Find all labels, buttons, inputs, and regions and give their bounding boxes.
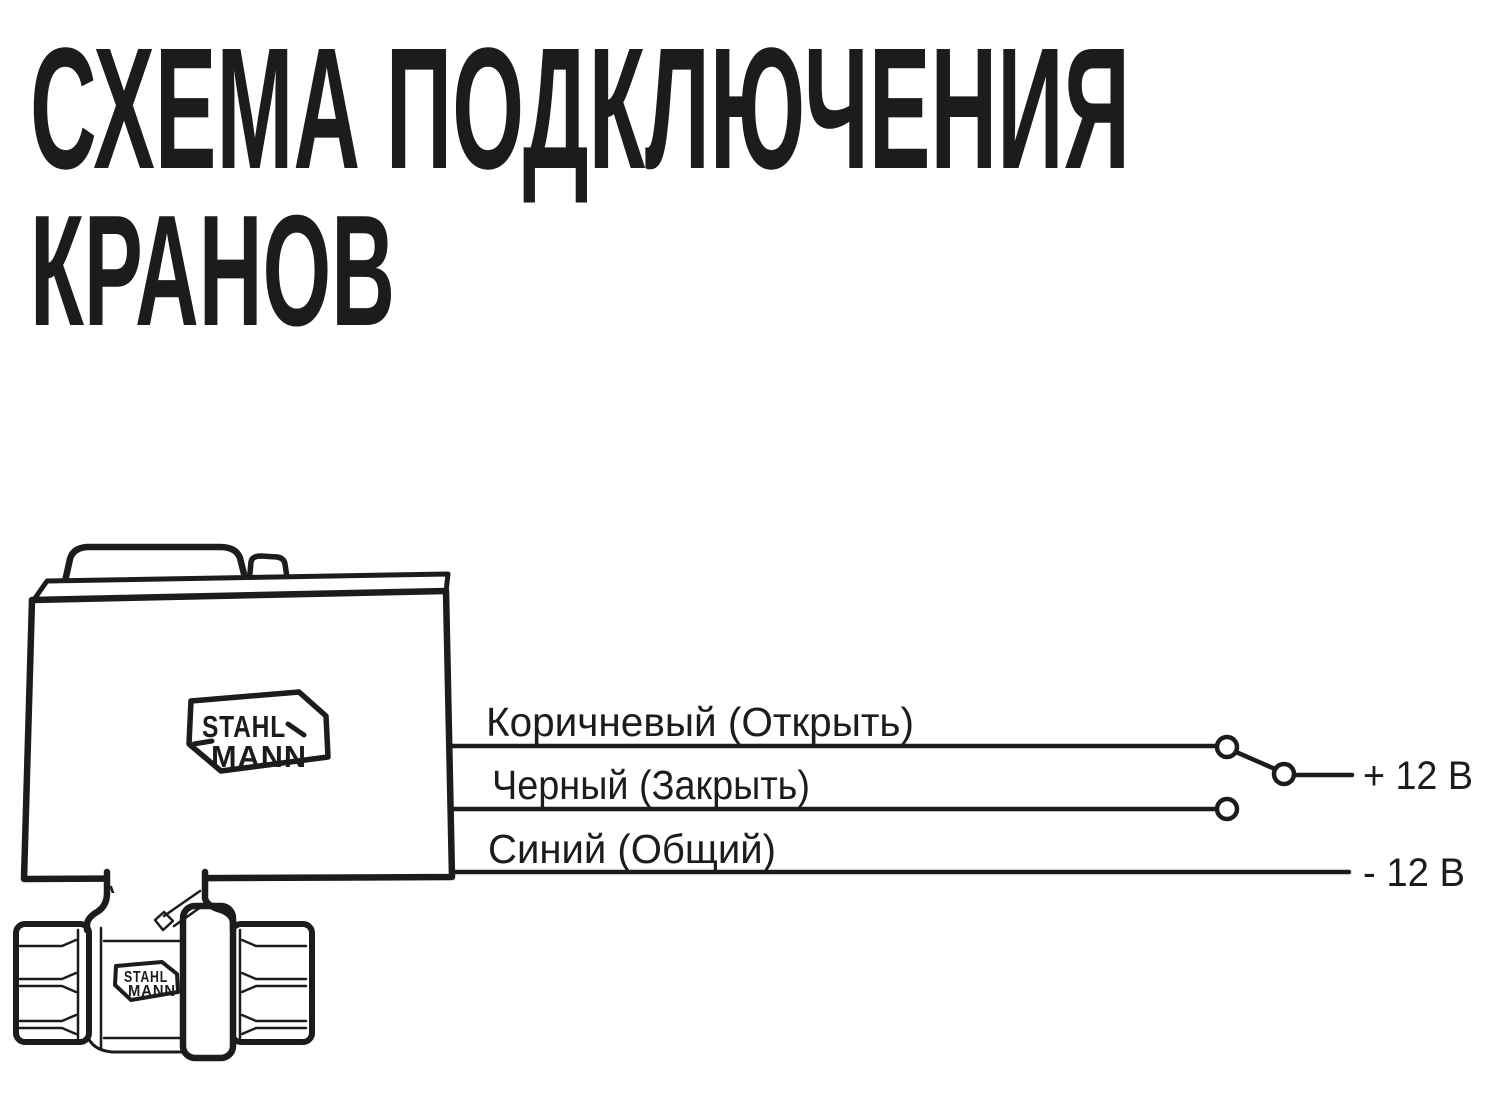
ball-valve: STAHL MANN xyxy=(13,868,315,1062)
valve-actuator: STAHL MANN xyxy=(20,543,456,883)
power-switch xyxy=(1214,734,1355,822)
valve-brand-badge-outline xyxy=(113,960,180,1002)
terminal-positive-label: + 12 В xyxy=(1363,754,1473,798)
brand-text-line-2: MANN xyxy=(211,739,307,774)
valve-left-thread-lines xyxy=(18,928,80,1040)
valve-right-thread-lines xyxy=(238,928,308,1040)
wire-black-close: Черный (Закрыть) xyxy=(450,762,1220,812)
brand-dash-bottom xyxy=(191,738,215,747)
actuator-brand-badge: STAHL MANN xyxy=(186,689,331,774)
wire-black-label: Черный (Закрыть) xyxy=(492,762,810,808)
title-line-1: СХЕМА ПОДКЛЮЧЕНИЯ xyxy=(30,11,1130,205)
valve-brand-badge: STAHL MANN xyxy=(113,960,180,1002)
switch-contact-pole xyxy=(1271,761,1297,787)
wire-blue-common: Синий (Общий) xyxy=(450,826,1352,875)
valve-left-thread-end xyxy=(13,921,92,1045)
switch-contact-close xyxy=(1214,796,1240,822)
valve-neck-right-flare xyxy=(201,868,237,934)
valve-brand-text-line-2: MANN xyxy=(128,983,176,1000)
wire-brown-label: Коричневый (Открыть) xyxy=(486,699,914,745)
power-terminals: + 12 В - 12 В xyxy=(1363,754,1473,895)
switch-lever xyxy=(1233,749,1278,772)
page-title: СХЕМА ПОДКЛЮЧЕНИЯ КРАНОВ xyxy=(30,11,1130,359)
terminal-negative-label: - 12 В xyxy=(1363,851,1465,895)
valve-center-band xyxy=(179,902,237,1062)
switch-contact-open xyxy=(1214,734,1240,760)
valve-brand-text-line-1: STAHL xyxy=(124,969,168,986)
valve-neck-left-flare xyxy=(83,868,111,934)
wires: Коричневый (Открыть) Черный (Закрыть) Си… xyxy=(450,699,1352,875)
valve-stem-stub xyxy=(153,889,210,932)
wire-brown-open: Коричневый (Открыть) xyxy=(450,699,1220,749)
brand-badge-outline xyxy=(186,689,331,774)
brand-text-line-1: STAHL xyxy=(202,709,286,744)
brand-dash-top xyxy=(285,721,307,738)
title-line-2: КРАНОВ xyxy=(30,183,395,359)
wire-blue-label: Синий (Общий) xyxy=(488,826,776,872)
